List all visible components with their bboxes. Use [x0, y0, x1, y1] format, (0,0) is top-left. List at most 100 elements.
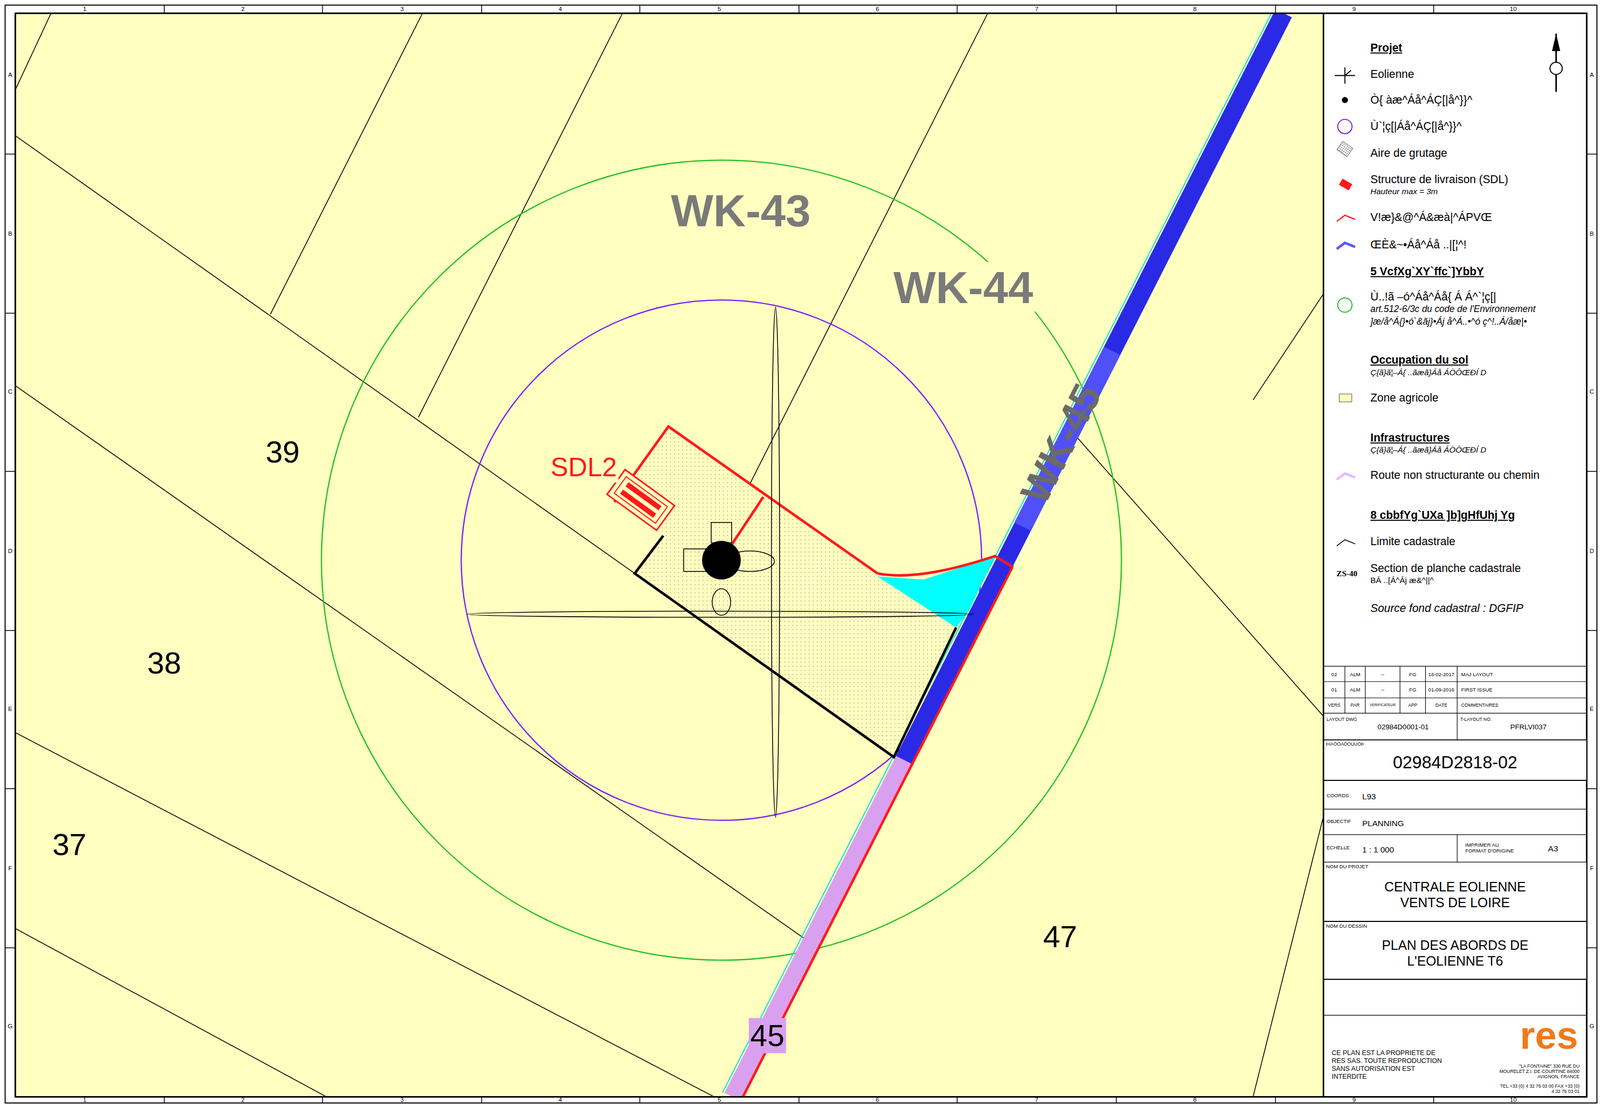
grid-ref: A [7, 71, 13, 78]
legend-symbol-text: ZS-40 [1336, 568, 1358, 579]
cadastral-line [15, 732, 715, 1097]
grid-ref: C [1589, 388, 1594, 396]
parcel-number: 47 [1041, 918, 1079, 955]
grid-ref: 7 [1035, 5, 1039, 13]
grid-ref: 10 [1510, 5, 1517, 13]
table-cell: ALM [1350, 686, 1361, 693]
grid-ref: 6 [875, 5, 879, 13]
grid-ref: 2 [241, 5, 245, 13]
legend-item: ŒÈ&~•Áå^Áå ..|[¦^! [1370, 237, 1467, 253]
turbine-base [702, 541, 742, 580]
title-block-cell: ÞIÁÖÒÁÖÒÙÙOÞ02984D2818-02 [1323, 740, 1587, 782]
grid-ref: C [7, 388, 13, 396]
cadastral-line [1253, 816, 1324, 1097]
grid-ref: 3 [400, 1096, 404, 1104]
cable-trench [741, 567, 1013, 1097]
legend-heading: Infrastructures [1370, 431, 1450, 445]
table-cell: -- [1381, 671, 1385, 678]
parcel-section: WK-43 [669, 185, 813, 237]
title-block-cell: NOM DU DESSINPLAN DES ABORDS DE L'EOLIEN… [1323, 921, 1587, 980]
grid-ref: 5 [717, 1096, 722, 1104]
regulatory-radius [321, 160, 1122, 960]
table-cell: VERIFICATEUR [1369, 703, 1396, 708]
base-symbol [1341, 96, 1348, 104]
title-block-lines [1323, 666, 1587, 1016]
field-value: 1 : 1 000 [1362, 845, 1394, 855]
table-cell: FG [1409, 671, 1417, 678]
frame [5, 5, 1597, 1104]
company-contact: TEL +33 (0) 4 32 76 03 00 FAX +33 (0) 4 … [1497, 1083, 1580, 1095]
legend-note: Ç{ã}ã¦–Á{ ..ãæã}Áå ÁÒÔŒÐÍ D [1370, 445, 1487, 455]
cadastral-line [15, 928, 327, 1097]
sdl-outline [614, 476, 668, 524]
grid-ref: 8 [1193, 1096, 1197, 1104]
outer-frame [5, 5, 1597, 1104]
legend-text: Structure de livraison (SDL) [1370, 173, 1509, 187]
grid-ref: G [7, 1023, 13, 1030]
field-value: A3 [1547, 844, 1558, 854]
grid-ref: B [7, 230, 13, 237]
parcel-number: 38 [145, 645, 184, 682]
agricultural-zone [15, 13, 1324, 1097]
table-cell: 16-02-2017 [1428, 671, 1455, 678]
turbine-symbol [1334, 67, 1356, 84]
parcel-number: 45 [748, 1017, 787, 1054]
cadastral-line [1253, 293, 1324, 400]
grid-ref: 4 [558, 5, 562, 13]
cell-caption: NOM DU PROJET [1326, 864, 1369, 870]
cadastral-line [15, 13, 52, 90]
parcel-number: 39 [264, 434, 302, 470]
legend-symbols [1334, 67, 1356, 546]
table-cell: 01-09-2016 [1428, 686, 1455, 693]
legend-text: Aire de grutage [1370, 146, 1448, 160]
legend-heading: 8 cbbfYg`UXa ]b]gHfUhj Yg [1370, 508, 1516, 523]
legend-text: ŒÈ&~•Áå^Áå ..|[¦^! [1370, 238, 1467, 252]
field-value: PLANNING [1362, 818, 1404, 829]
north-ring [1550, 62, 1563, 75]
table-cell: -- [1381, 686, 1385, 693]
field-value: 02984D0001-01 [1377, 723, 1429, 733]
grid-ticks [5, 5, 1597, 1104]
cell-caption: NOM DU DESSIN [1326, 923, 1368, 930]
grid-ref: F [1590, 864, 1594, 872]
hub [712, 588, 731, 616]
cable-trench [877, 556, 1014, 576]
field-value: L93 [1362, 792, 1376, 802]
sdl-symbol [1338, 178, 1353, 190]
grid-ref: 2 [241, 1096, 245, 1104]
legend-item: Ù..!ã –ó^Áå^Áå{ Á Á^`¦ç[| [1370, 290, 1497, 305]
grid-ref: 5 [717, 5, 722, 13]
north-head [1552, 33, 1561, 52]
legend-item: Ò{ àæ^Áå^ÁÇ[|å^}}^ [1370, 92, 1473, 107]
field-caption: LAYOUT DWG [1326, 716, 1357, 723]
legend-item: Route non structurante ou chemin [1370, 468, 1540, 483]
grid-ref: 6 [875, 1096, 879, 1104]
legend-heading: Occupation du sol [1370, 353, 1469, 367]
cable-route [895, 13, 1292, 765]
legend-item: Section de planche cadastrale [1370, 561, 1522, 576]
source-note: Source fond cadastral : DGFIP [1370, 601, 1524, 615]
table-cell: PAR [1350, 702, 1360, 708]
table-cell: FIRST ISSUE [1461, 686, 1493, 693]
legend-item: Aire de grutage [1370, 145, 1448, 160]
grid-ref: B [1590, 230, 1595, 237]
perimeter-symbol [1337, 297, 1353, 313]
grid-ref: G [1589, 1023, 1595, 1030]
legend-note: art.512-6/3c du code de l'Environnement [1370, 303, 1536, 315]
cadastral-lines [15, 13, 1324, 1097]
legend-text: Eolienne [1370, 67, 1415, 82]
legend-text: Ò{ àæ^Áå^ÁÇ[|å^}}^ [1370, 93, 1473, 107]
sdl-block [620, 489, 656, 518]
inner-frame [15, 13, 1587, 1097]
grid-ref: 1 [83, 5, 87, 13]
legend-item: Structure de livraison (SDL) [1370, 172, 1509, 187]
cell-caption: ÞIÁÖÒÁÖÒÙÙOÞ [1326, 742, 1365, 748]
blade [467, 611, 974, 618]
legend-swatch [1338, 393, 1353, 403]
legend-text: Ù`¦ç[|Áå^ÁÇ[|å^}}^ [1370, 120, 1463, 134]
legend-item: Ù`¦ç[|Áå^ÁÇ[|å^}}^ [1370, 119, 1463, 134]
legend-text: Section de planche cadastrale [1370, 562, 1522, 576]
blade [771, 307, 780, 818]
